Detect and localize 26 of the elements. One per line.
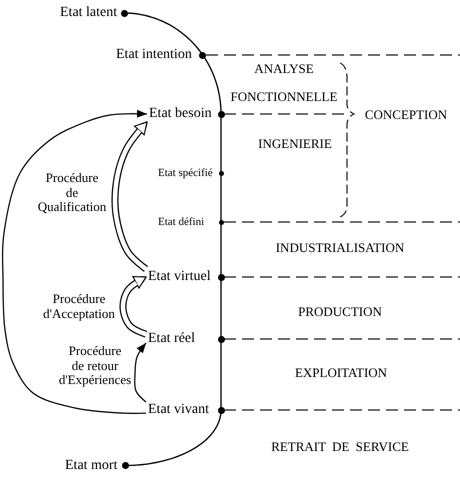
lifecycle-line xyxy=(220,173,222,222)
state-label: Etat vivant xyxy=(147,402,210,418)
hollow-arrow xyxy=(119,274,148,338)
lifecycle-line xyxy=(202,54,222,114)
state-label: Etat spécifié xyxy=(157,166,214,181)
phase-label: RETRAIT DE SERVICE xyxy=(271,439,409,455)
phase-label: CONCEPTION xyxy=(364,107,448,123)
lifecycle-line xyxy=(220,222,222,277)
phase-label: EXPLOITATION xyxy=(294,365,388,381)
state-label: Etat défini xyxy=(157,215,206,230)
state-label: Etat virtuel xyxy=(147,269,212,285)
edge-label: Procédure d'Acceptation xyxy=(43,292,115,321)
phase-label: ANALYSE FONCTIONNELLE xyxy=(230,61,338,105)
edge-label: Procédure de retour d'Expériences xyxy=(58,344,132,388)
hollow-arrow xyxy=(112,120,150,272)
phase-label: INGENIERIE xyxy=(258,136,332,152)
state-label: Etat besoin xyxy=(148,106,213,122)
phase-label: INDUSTRIALISATION xyxy=(276,240,404,256)
state-label: Etat mort xyxy=(64,458,118,474)
edge-label: Procédure de Qualification xyxy=(38,171,106,214)
arrow xyxy=(2,110,148,414)
state-label: Etat latent xyxy=(59,5,118,21)
state-label: Etat intention xyxy=(115,47,193,63)
state-label: Etat réel xyxy=(147,331,196,347)
arrow xyxy=(134,342,146,402)
phase-label: PRODUCTION xyxy=(298,304,382,320)
